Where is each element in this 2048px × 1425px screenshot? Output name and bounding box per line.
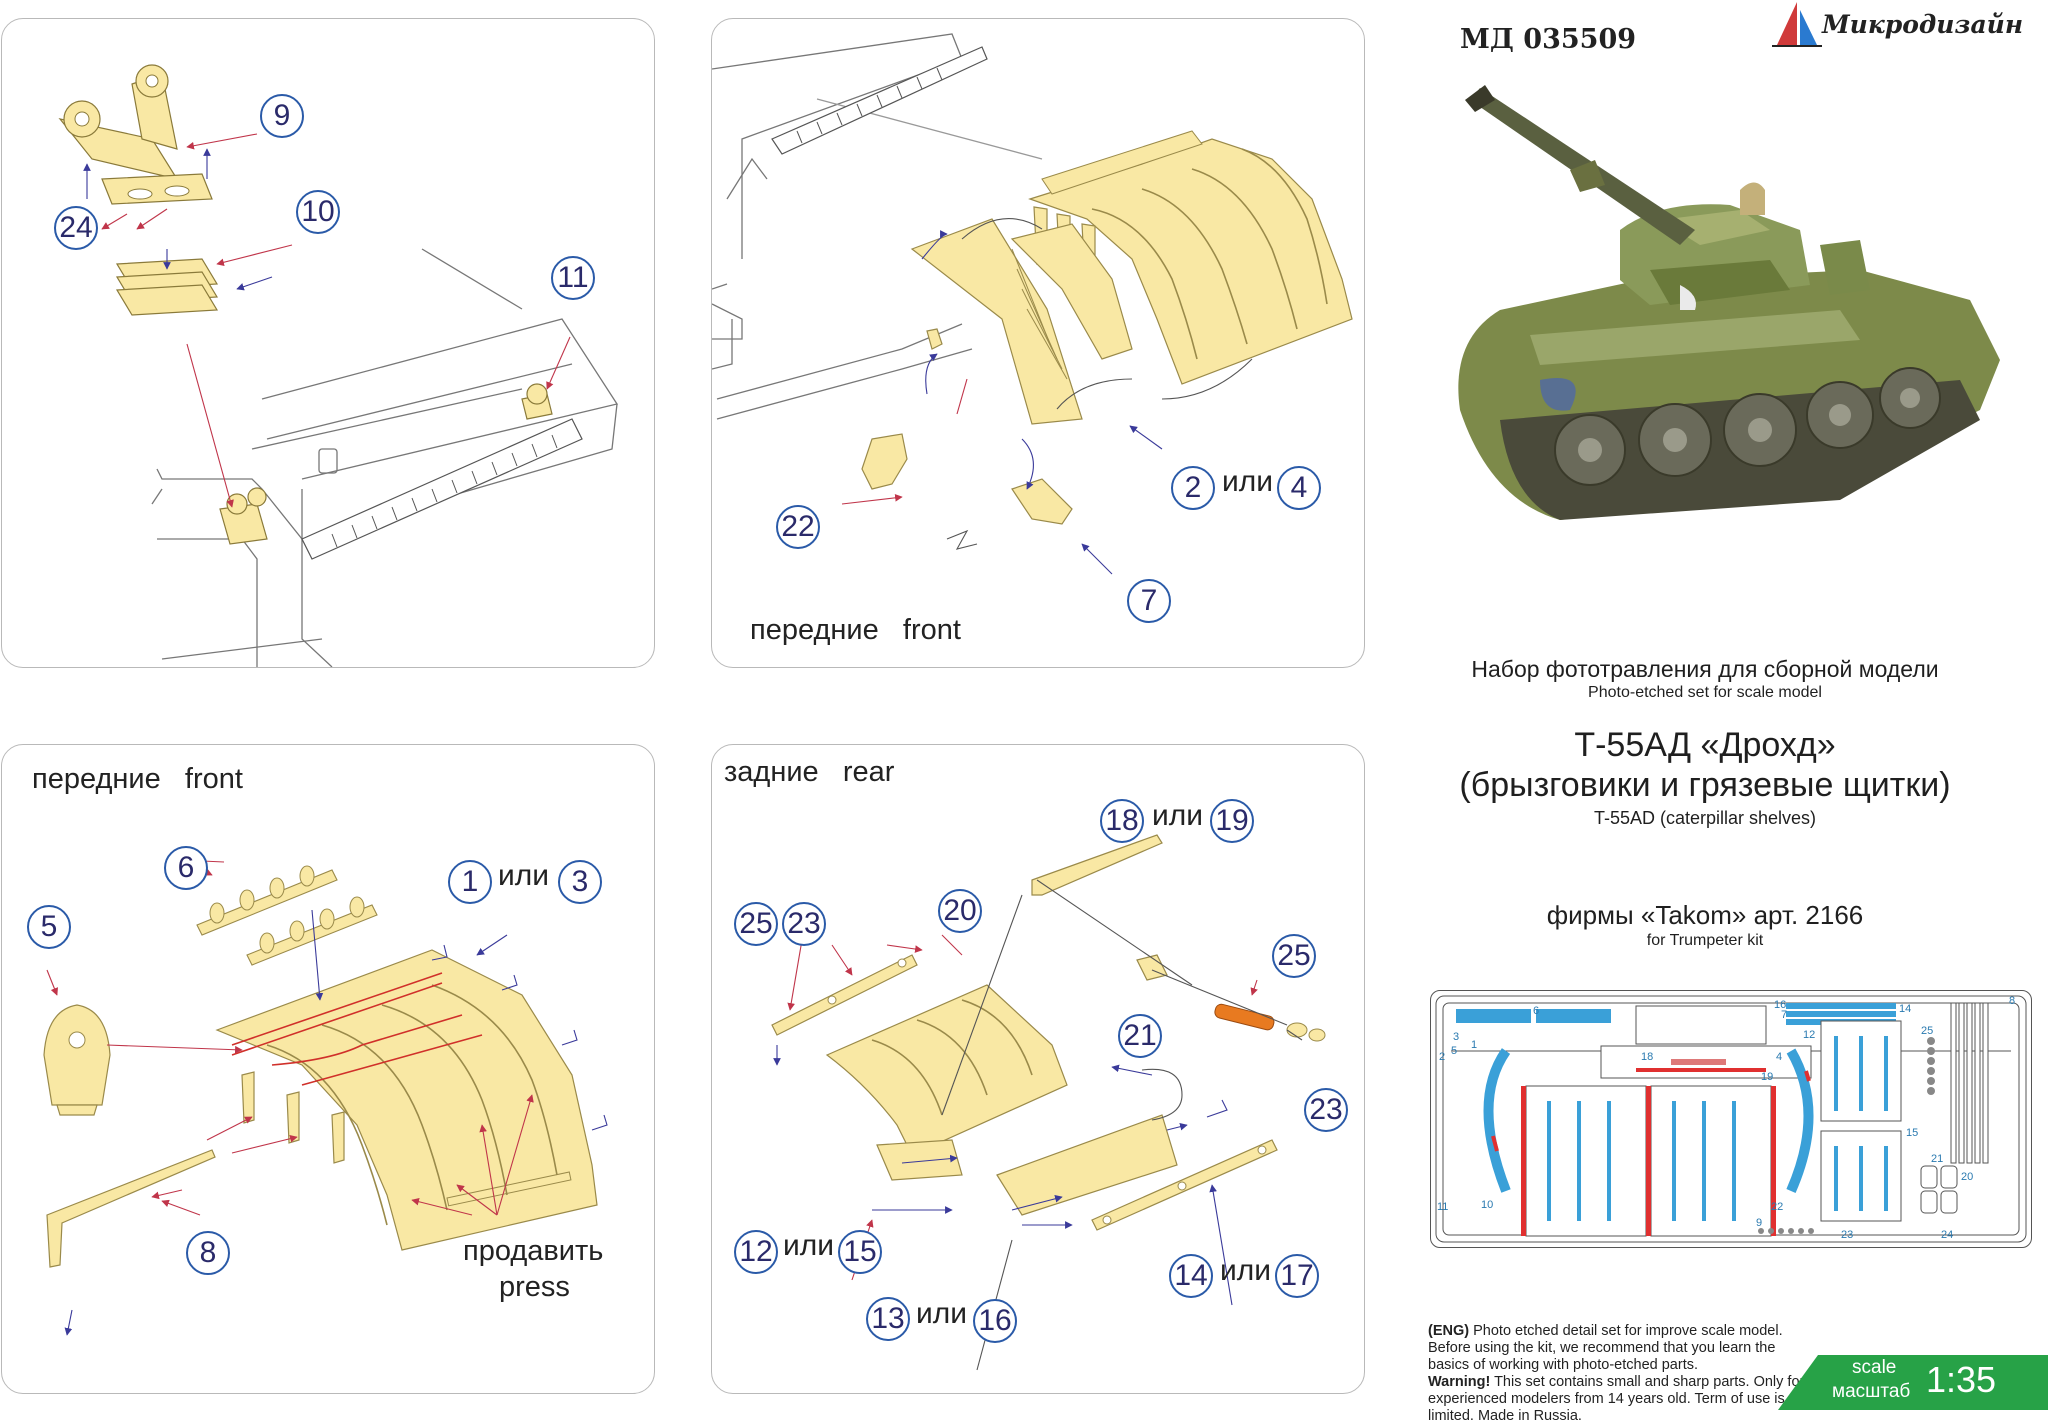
panel-d-rear-fender: задние rear 18 или 19 20 25 23 25 21 23 … <box>711 744 1365 1394</box>
panel-b-front-fender: 2 или 4 22 7 передние front <box>711 18 1365 668</box>
fret-label: 4 <box>1776 1051 1783 1063</box>
fret-label: 24 <box>1941 1229 1954 1241</box>
callout-9: 9 <box>260 94 304 138</box>
callout-10: 10 <box>296 190 340 234</box>
fret-label: 1 <box>1471 1039 1478 1051</box>
callout-23-right: 23 <box>1304 1088 1348 1132</box>
title-line1-ru: Набор фототравления для сборной модели <box>1471 656 1939 682</box>
press-label-en: press <box>499 1271 570 1303</box>
warning-p1: Photo etched detail set for improve scal… <box>1428 1323 1783 1373</box>
model-name-en: T-55AD (caterpillar shelves) <box>1593 808 1817 828</box>
callout-22: 22 <box>776 505 820 549</box>
fret-label: 21 <box>1931 1153 1944 1165</box>
title-line1-en: Photo-etched set for scale model <box>1588 684 1822 701</box>
callout-25-left: 25 <box>734 902 778 946</box>
panel-a-hinge-details: 9 10 24 11 <box>1 18 655 668</box>
caption-rear: задние rear <box>724 756 895 788</box>
fret-label: 14 <box>1899 1003 1912 1015</box>
warning-eng-tag: (ENG) <box>1428 1323 1470 1339</box>
callout-8: 8 <box>186 1231 230 1275</box>
scale-badge-shape <box>1778 1355 2048 1410</box>
fret-label: 12 <box>1803 1029 1816 1041</box>
caption-front-lower: передние front <box>32 763 243 795</box>
scale-label-ru: масштаб <box>1832 1381 1911 1402</box>
press-label-ru: продавить <box>463 1235 604 1267</box>
fret-label: 16 <box>1774 999 1787 1011</box>
fret-label: 11 <box>1437 1201 1449 1213</box>
callout-13: 13 <box>866 1297 910 1341</box>
fret-label: 15 <box>1906 1127 1919 1139</box>
callout-16: 16 <box>973 1299 1017 1343</box>
warning-label: Warning! <box>1428 1374 1491 1390</box>
kit-ru: фирмы «Takom» арт. 2166 <box>1546 900 1864 930</box>
fret-label: 7 <box>1781 1009 1788 1021</box>
fret-label: 23 <box>1841 1229 1854 1241</box>
fret-label: 10 <box>1481 1199 1494 1211</box>
fret-label: 6 <box>1533 1005 1540 1017</box>
scale-badge: scale масштаб 1:35 <box>1778 1355 2048 1410</box>
model-subtitle-ru: (брызговики и грязевые щитки) <box>1459 766 1951 804</box>
scale-value: 1:35 <box>1926 1359 1997 1400</box>
product-code: МД 035509 <box>1460 24 1637 55</box>
fret-label: 8 <box>2009 995 2016 1007</box>
fret-label: 2 <box>1439 1051 1446 1063</box>
fret-label: 19 <box>1761 1071 1774 1083</box>
panel-c-drawing <box>43 859 608 1336</box>
callout-18: 18 <box>1100 799 1144 843</box>
or-label: или <box>1222 465 1274 498</box>
callout-19: 19 <box>1210 799 1254 843</box>
fret-label: 3 <box>1453 1031 1460 1043</box>
warning-text: (ENG) Photo etched detail set for improv… <box>1428 1323 1818 1425</box>
scale-label-en: scale <box>1852 1357 1897 1378</box>
brand-sail-logo-icon <box>1772 2 1822 47</box>
fret-label: 18 <box>1641 1051 1654 1063</box>
or-label: или <box>498 859 550 892</box>
callout-15: 15 <box>838 1230 882 1274</box>
caption-front-upper: передние front <box>750 614 961 646</box>
panel-a-drawing <box>58 64 619 667</box>
model-name-ru: Т-55АД «Дрохд» <box>1574 726 1836 764</box>
callout-5: 5 <box>27 905 71 949</box>
callout-12: 12 <box>734 1230 778 1274</box>
callout-20: 20 <box>938 889 982 933</box>
callout-24: 24 <box>54 206 98 250</box>
kit-en: for Trumpeter kit <box>1646 932 1764 949</box>
callout-3: 3 <box>558 860 602 904</box>
or-label: или <box>1220 1254 1272 1287</box>
fret-label: 25 <box>1921 1025 1934 1037</box>
fret-label: 5 <box>1451 1045 1458 1057</box>
callout-17: 17 <box>1275 1254 1319 1298</box>
fret-number-labels: 16 7 14 6 3 5 1 18 4 19 12 25 15 2 20 21… <box>1431 991 2031 1247</box>
callout-11: 11 <box>551 256 595 300</box>
or-label: или <box>783 1229 835 1262</box>
panel-d-drawing <box>771 834 1326 1371</box>
callout-25-right: 25 <box>1272 934 1316 978</box>
fret-label: 22 <box>1771 1201 1784 1213</box>
callout-23-left: 23 <box>782 902 826 946</box>
photo-etch-fret: 16 7 14 6 3 5 1 18 4 19 12 25 15 2 20 21… <box>1430 990 2032 1248</box>
fret-label: 20 <box>1961 1171 1974 1183</box>
brand-name: Микродизайн <box>1822 10 2024 39</box>
callout-4: 4 <box>1277 466 1321 510</box>
callout-6: 6 <box>164 846 208 890</box>
fret-drawing <box>1435 995 2027 1243</box>
or-label: или <box>1152 799 1204 832</box>
callout-7: 7 <box>1127 579 1171 623</box>
callout-21: 21 <box>1118 1014 1162 1058</box>
panel-b-drawing <box>712 33 1353 575</box>
callout-2: 2 <box>1171 466 1215 510</box>
fret-label: 9 <box>1756 1217 1763 1229</box>
panel-c-front-fender-assembly: передние front 6 1 или 3 5 8 продавить p… <box>1 744 655 1394</box>
or-label: или <box>916 1297 968 1330</box>
tank-illustration <box>1458 85 2000 520</box>
callout-14: 14 <box>1169 1254 1213 1298</box>
callout-1: 1 <box>448 860 492 904</box>
